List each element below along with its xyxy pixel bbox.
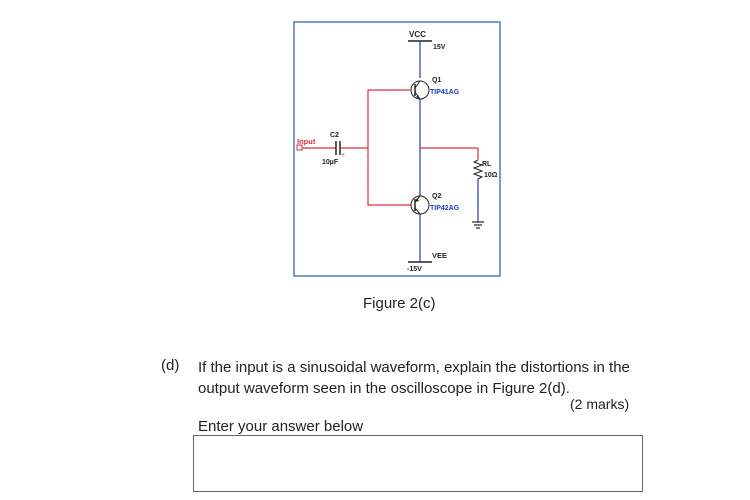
rl-name: RL — [482, 161, 492, 168]
svg-text:+: + — [341, 152, 345, 159]
base-wire-q2 — [367, 148, 411, 206]
question-text: If the input is a sinusoidal waveform, e… — [198, 359, 630, 397]
c2-value: 10µF — [322, 159, 339, 166]
vcc-value: 15V — [433, 44, 446, 51]
ground-symbol — [472, 221, 484, 229]
marks-label: (2 marks) — [570, 396, 630, 412]
vcc-label: VCC — [409, 30, 426, 39]
q2-part: TIP42AG — [430, 205, 460, 212]
question-label: (d) — [161, 357, 180, 374]
input-label: Input — [297, 137, 316, 146]
figure-caption: Figure 2(c) — [363, 295, 436, 312]
answer-input[interactable] — [193, 435, 643, 492]
c2-name: C2 — [330, 132, 339, 139]
figure-frame — [293, 21, 501, 277]
rl-value: 10Ω — [484, 172, 498, 179]
base-wire-q1 — [367, 89, 411, 148]
vee-label: VEE — [432, 251, 447, 260]
answer-prompt: Enter your answer below — [198, 418, 364, 435]
rl-resistor — [472, 159, 484, 180]
q2-name: Q2 — [432, 193, 441, 200]
q1-part: TIP41AG — [430, 89, 460, 96]
vee-value: -15V — [407, 266, 422, 273]
circuit-schematic: VCC 15V Q1 TIP41AG Input C2 + 10µF RL 10… — [293, 21, 501, 277]
q1-name: Q1 — [432, 77, 441, 84]
